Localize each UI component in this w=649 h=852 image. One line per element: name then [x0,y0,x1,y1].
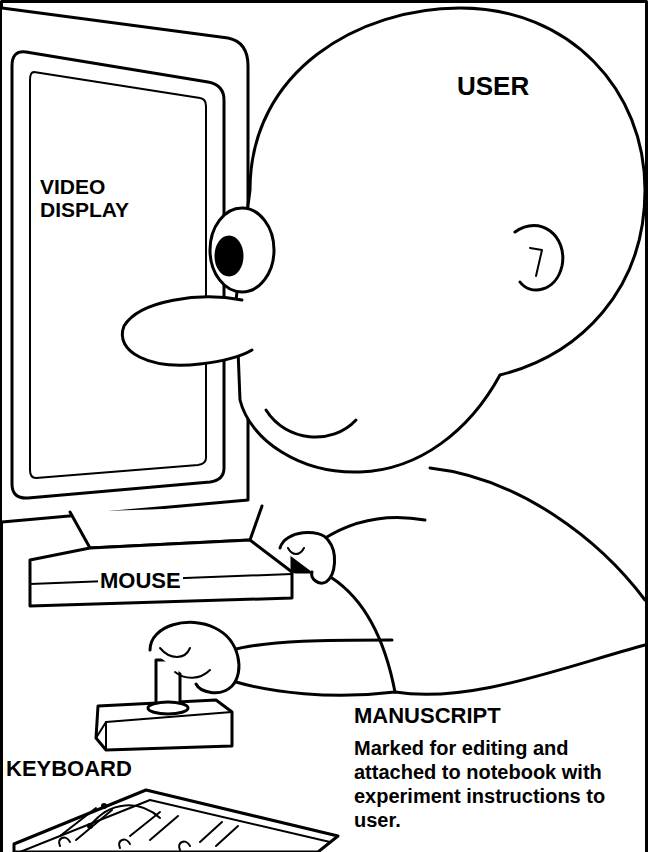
keyboard-drawing [96,622,239,750]
user-head [122,8,645,472]
part-label: MOUSE [98,568,183,593]
note-text: Marked for editing and attached to noteb… [352,736,640,832]
part-label: MANUSCRIPT [352,703,503,728]
part-label: VIDEO DISPLAY [38,175,148,221]
manuscript-drawing [14,790,338,852]
user-body [232,468,645,695]
part-label: USER [455,72,531,102]
mouse-drawing [280,532,335,583]
part-label: KEYBOARD [4,756,134,781]
